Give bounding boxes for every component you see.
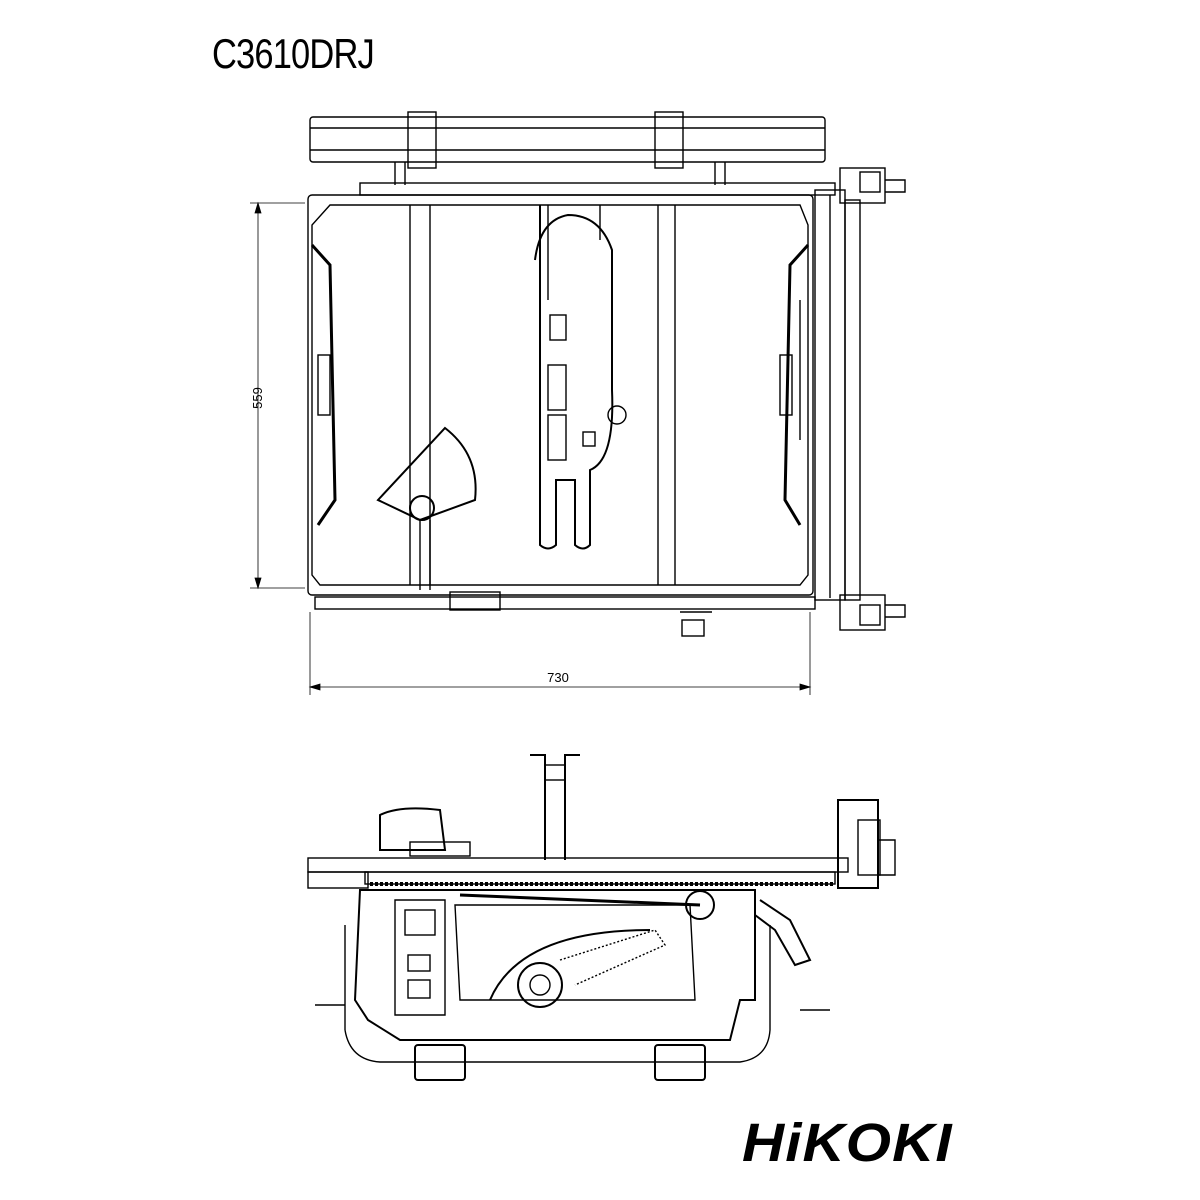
- width-dimension-label: 730: [547, 670, 569, 685]
- dimension-lines: [250, 201, 812, 695]
- depth-dimension-label: 559: [250, 387, 265, 409]
- side-view: [307, 754, 896, 1081]
- top-view: [250, 111, 906, 695]
- model-title: C3610DRJ: [212, 30, 375, 77]
- hikoki-logo: HiKOKI: [742, 1113, 953, 1173]
